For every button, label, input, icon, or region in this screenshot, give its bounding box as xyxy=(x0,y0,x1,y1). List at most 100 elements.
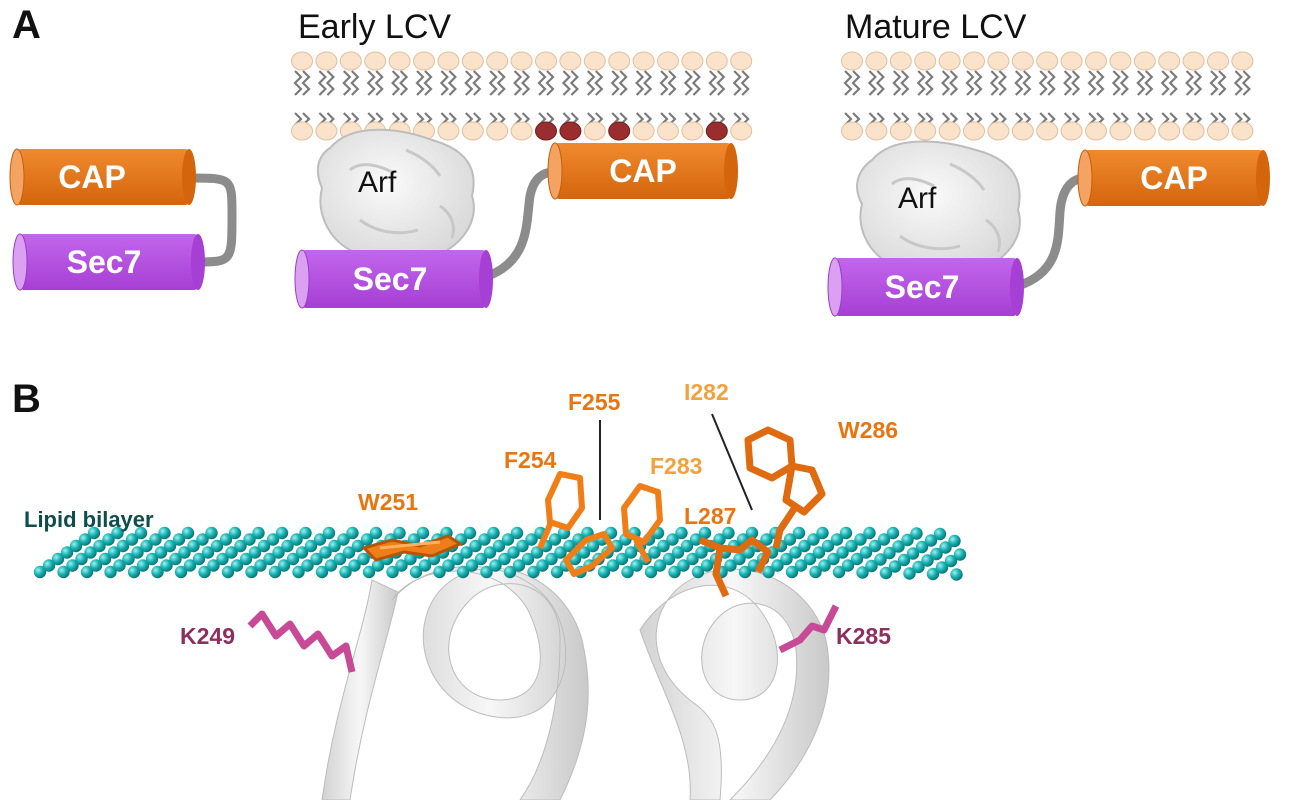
panel-b-letter: B xyxy=(12,377,41,421)
lipid-headgroup xyxy=(681,121,704,141)
early-lcv-title: Early LCV xyxy=(298,8,451,46)
residue-label-f255: F255 xyxy=(568,389,621,415)
lipid-sphere xyxy=(487,526,500,540)
lipid-headgroup xyxy=(681,51,704,71)
lipid-sphere xyxy=(463,526,477,540)
lipid-sphere xyxy=(78,533,92,546)
lipid-sphere xyxy=(257,539,271,553)
lipid-sphere xyxy=(832,565,846,579)
lipid-sphere xyxy=(818,559,831,572)
side-chain-f283 xyxy=(621,483,663,564)
lipid-sphere xyxy=(845,539,858,553)
lipid-sphere xyxy=(69,539,83,553)
lipid-bilayer-spheres xyxy=(33,526,967,581)
lipid-sphere xyxy=(266,533,280,546)
lipid-sphere xyxy=(333,552,347,566)
lipid-sphere xyxy=(478,533,491,546)
lipid-headgroup xyxy=(914,121,937,141)
lipid-headgroup xyxy=(1060,121,1083,141)
lipid-sphere xyxy=(104,565,117,579)
lipid-sphere xyxy=(351,539,365,553)
lipid-sphere xyxy=(210,539,224,553)
lipid-sphere xyxy=(789,546,802,559)
lipid-sphere xyxy=(785,565,799,579)
lipid-headgroup xyxy=(987,121,1010,141)
lipid-sphere xyxy=(915,540,929,554)
lipid-sphere xyxy=(671,546,685,559)
lipid-sphere xyxy=(181,526,195,540)
lipid-sphere xyxy=(395,559,408,572)
lipid-headgroup xyxy=(657,121,679,141)
lipid-sphere xyxy=(906,547,920,560)
lipid-sphere xyxy=(362,565,376,579)
pip-headgroup xyxy=(608,121,631,141)
lipid-sphere xyxy=(816,526,829,540)
lipid-sphere xyxy=(84,546,97,559)
lipid-sphere xyxy=(554,546,567,559)
lipid-headgroup xyxy=(1207,121,1229,141)
lipid-sphere xyxy=(87,526,101,540)
lipid-sphere xyxy=(201,546,215,559)
lipid-headgroup xyxy=(388,51,411,71)
lipid-sphere xyxy=(243,533,256,546)
lipid-sphere xyxy=(360,533,374,546)
lipid-headgroup xyxy=(1109,121,1132,141)
lipid-sphere xyxy=(371,559,385,572)
panel-a-letter: A xyxy=(12,3,41,47)
lipid-sphere xyxy=(675,526,688,540)
lipid-sphere xyxy=(695,546,708,559)
lipid-sphere xyxy=(239,552,253,566)
residue-label-w251: W251 xyxy=(358,489,418,515)
lipid-headgroup xyxy=(865,121,888,141)
lipid-headgroup xyxy=(1133,121,1156,141)
linker xyxy=(1013,173,1090,291)
lipid-sphere xyxy=(521,552,535,566)
lipid-sphere xyxy=(469,539,482,553)
lipid-sphere xyxy=(456,565,470,579)
pip-headgroup xyxy=(705,121,728,141)
lipid-sphere xyxy=(342,546,356,559)
arf-label: Arf xyxy=(358,166,397,199)
lipid-sphere xyxy=(722,526,735,540)
lipid-sphere xyxy=(615,552,629,566)
lipid-sphere xyxy=(944,554,958,568)
side-chain-w251 xyxy=(361,534,464,562)
arf-surface: Arf xyxy=(856,140,1021,278)
lipid-sphere xyxy=(792,526,806,540)
cap-cylinder: CAP xyxy=(1077,149,1270,207)
side-chain-f255 xyxy=(563,531,615,577)
lipid-sphere xyxy=(151,565,164,579)
lipid-sphere xyxy=(416,526,430,540)
lipid-headgroup xyxy=(1011,51,1034,71)
lipid-sphere xyxy=(319,546,332,559)
residue-label-f283: F283 xyxy=(650,453,702,479)
lipid-sphere xyxy=(921,554,934,567)
lipid-sphere xyxy=(586,539,600,553)
lipid-sphere xyxy=(51,552,65,566)
lipid-sphere xyxy=(140,539,153,553)
residue-label-l287: L287 xyxy=(684,503,736,529)
lipid-sphere xyxy=(357,552,370,566)
lipid-sphere xyxy=(780,552,793,566)
lipid-sphere xyxy=(205,526,218,540)
lipid-sphere xyxy=(724,559,737,572)
lipid-headgroup xyxy=(510,121,533,141)
lipid-sphere xyxy=(198,565,211,579)
lipid-headgroup xyxy=(632,51,655,71)
lipid-sphere xyxy=(98,552,112,566)
lipid-sphere xyxy=(803,552,817,566)
lipid-headgroup xyxy=(315,51,338,71)
lipid-sphere xyxy=(677,559,690,572)
lipid-sphere xyxy=(248,546,262,559)
cap-label: CAP xyxy=(609,153,677,189)
mature-lcv-membrane xyxy=(841,51,1254,141)
lipid-sphere xyxy=(926,567,940,581)
lipid-sphere xyxy=(131,546,144,559)
lipid-sphere xyxy=(680,539,694,553)
lipid-sphere xyxy=(892,540,905,553)
lipid-headgroup xyxy=(841,51,863,71)
side-chain-f254 xyxy=(537,471,585,550)
mature-lcv-title: Mature LCV xyxy=(845,8,1027,46)
lipid-sphere xyxy=(827,552,840,566)
lipid-sphere xyxy=(116,539,130,553)
